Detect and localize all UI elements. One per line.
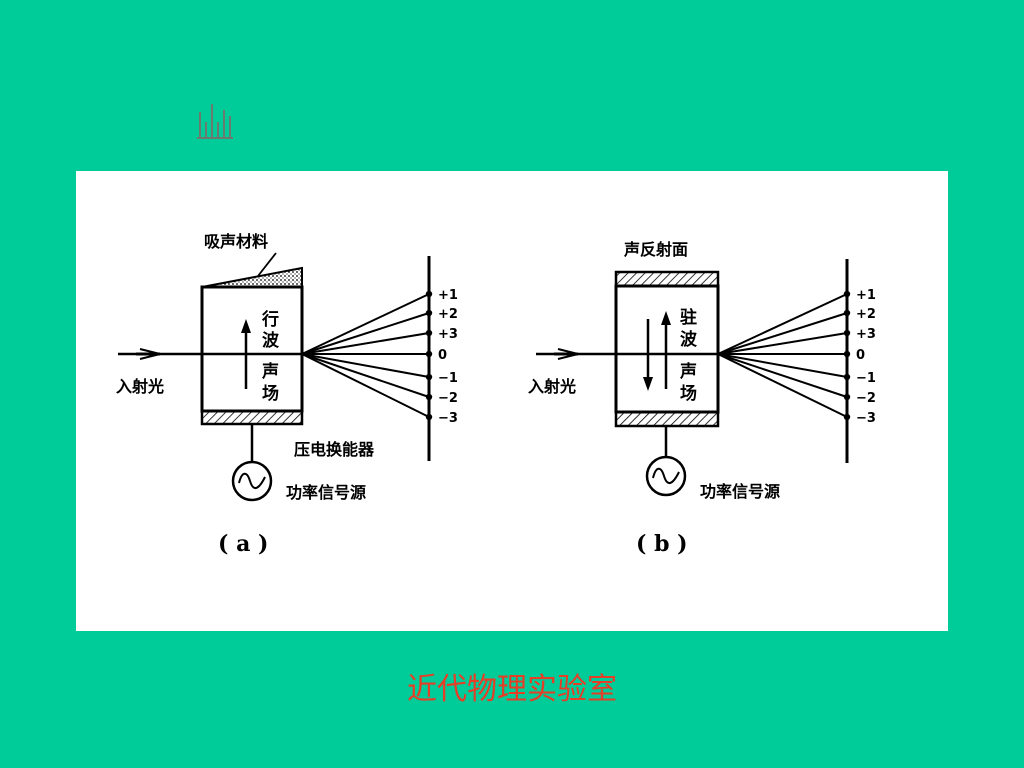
field-char: 声 [679,361,697,382]
transducer-b [614,410,720,428]
diagram-a: +1 +2 +3 0 −1 −2 −3 吸声材料 行 波 声 场 入射光 压电换… [116,232,458,557]
field-char: 场 [680,384,697,404]
reflector [614,270,720,288]
transducer-a [200,409,304,426]
field-char: 驻 [680,307,697,328]
signal-source-label: 功率信号源 [700,482,780,501]
signal-source-icon [231,460,273,502]
diagram-b: +1 +2 +3 0 −1 −2 −3 声反射面 驻 波 声 场 入射光 功率信… [528,240,876,557]
order-label: −1 [856,371,876,386]
diffraction-fan-a [301,293,430,418]
diffraction-fan-b [717,293,848,418]
order-label: −1 [438,371,458,386]
diagram-panel: +1 +2 +3 0 −1 −2 −3 吸声材料 行 波 声 场 入射光 压电换… [76,171,948,631]
transducer-label: 压电换能器 [294,440,375,459]
caption-a: ( a ) [218,531,268,557]
signal-source-icon [645,455,687,497]
order-label: −2 [438,391,458,406]
order-label: +3 [438,327,458,342]
acoustic-medium-a [200,285,304,413]
order-label: +1 [856,288,876,303]
field-char: 波 [680,329,698,350]
order-label: +2 [856,307,876,322]
order-label: +3 [856,327,876,342]
field-char: 波 [262,330,280,351]
signal-source-label: 功率信号源 [286,483,366,502]
order-label: +1 [438,288,458,303]
footer-lab-name: 近代物理实验室 [407,672,617,707]
order-label: 0 [856,348,865,363]
order-label: −2 [856,391,876,406]
caption-b: ( b ) [636,531,688,557]
order-label: 0 [438,348,447,363]
order-label: −3 [856,411,876,426]
order-label: +2 [438,307,458,322]
incident-light-label: 入射光 [528,377,576,396]
reflector-label: 声反射面 [623,240,688,259]
absorber-material [201,266,303,288]
field-char: 行 [261,309,279,330]
order-label: −3 [438,411,458,426]
field-char: 声 [261,361,279,382]
absorber-label: 吸声材料 [204,232,268,251]
incident-light-label: 入射光 [116,377,164,396]
building-icon [197,104,233,139]
field-char: 场 [262,384,279,404]
